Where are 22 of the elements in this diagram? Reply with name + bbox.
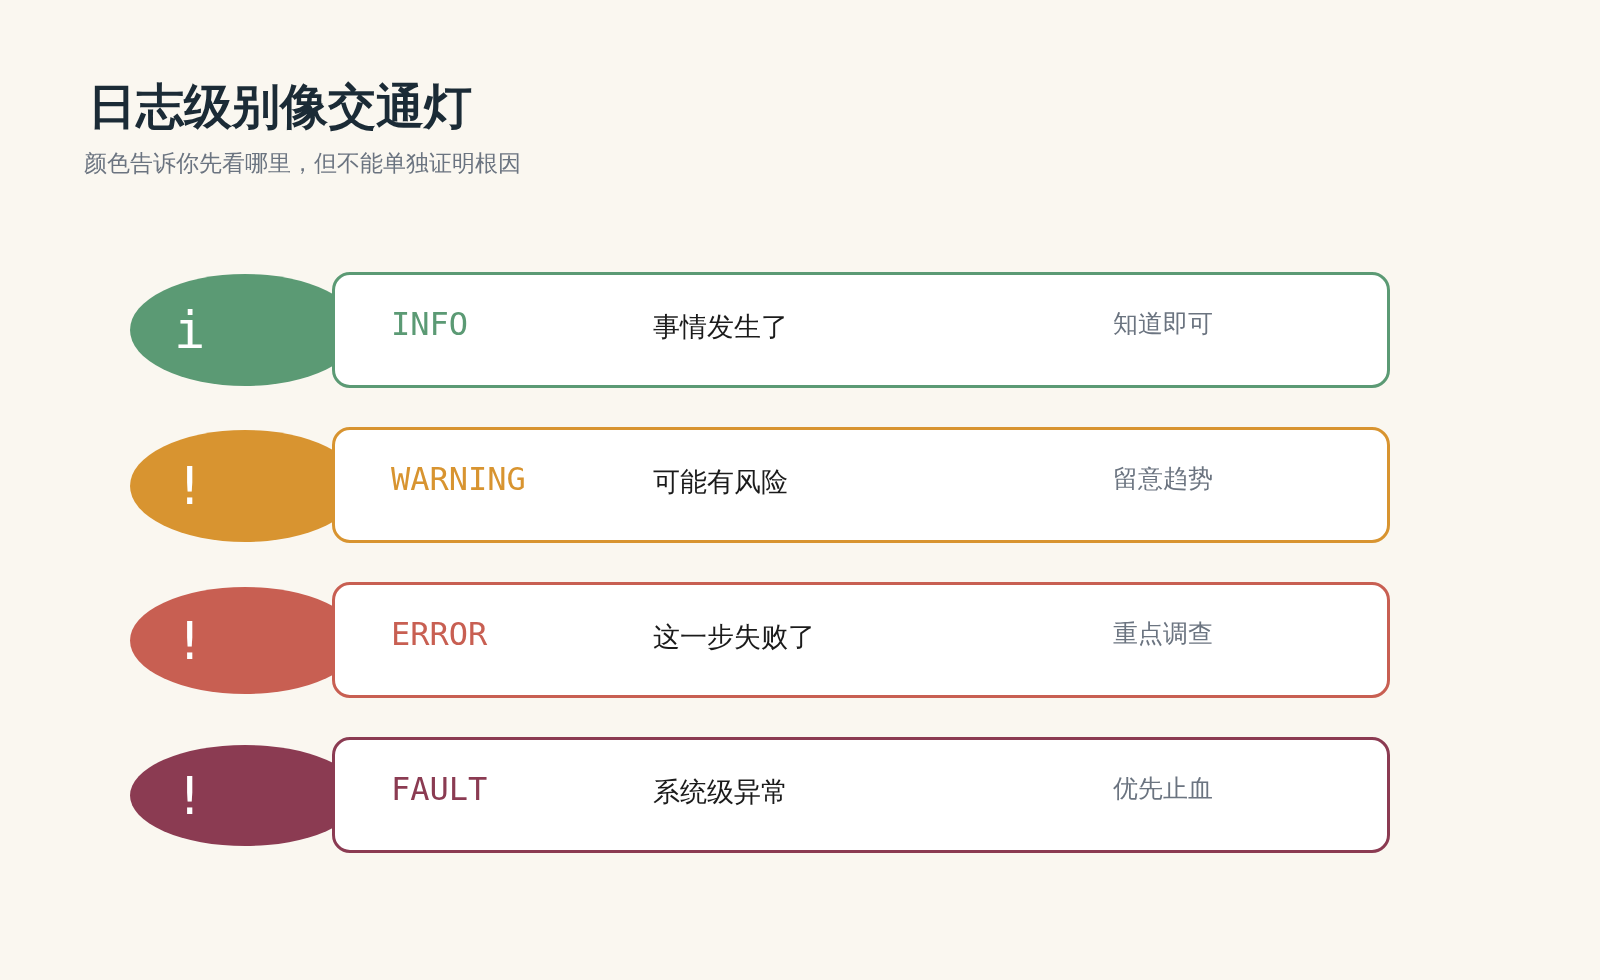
- level-card: [332, 427, 1390, 543]
- level-name: ERROR: [391, 615, 488, 653]
- level-icon-glyph: !: [174, 460, 206, 512]
- level-icon-glyph: i: [174, 304, 206, 356]
- subtitle: 颜色告诉你先看哪里，但不能单独证明根因: [84, 150, 521, 178]
- level-card: [332, 272, 1390, 388]
- level-action: 重点调查: [1113, 618, 1213, 650]
- level-card: [332, 737, 1390, 853]
- level-name: WARNING: [391, 460, 526, 498]
- level-card: [332, 582, 1390, 698]
- level-name: INFO: [391, 305, 469, 343]
- title: 日志级别像交通灯: [88, 80, 472, 133]
- level-description: 事情发生了: [653, 310, 788, 344]
- level-action: 留意趋势: [1113, 463, 1213, 495]
- level-description: 系统级异常: [653, 775, 788, 809]
- level-icon-glyph: !: [174, 769, 206, 822]
- level-description: 可能有风险: [653, 465, 788, 499]
- level-name: FAULT: [391, 770, 488, 808]
- level-action: 优先止血: [1113, 773, 1213, 805]
- level-action: 知道即可: [1113, 308, 1213, 340]
- level-description: 这一步失败了: [653, 620, 815, 654]
- level-icon-glyph: !: [174, 614, 206, 667]
